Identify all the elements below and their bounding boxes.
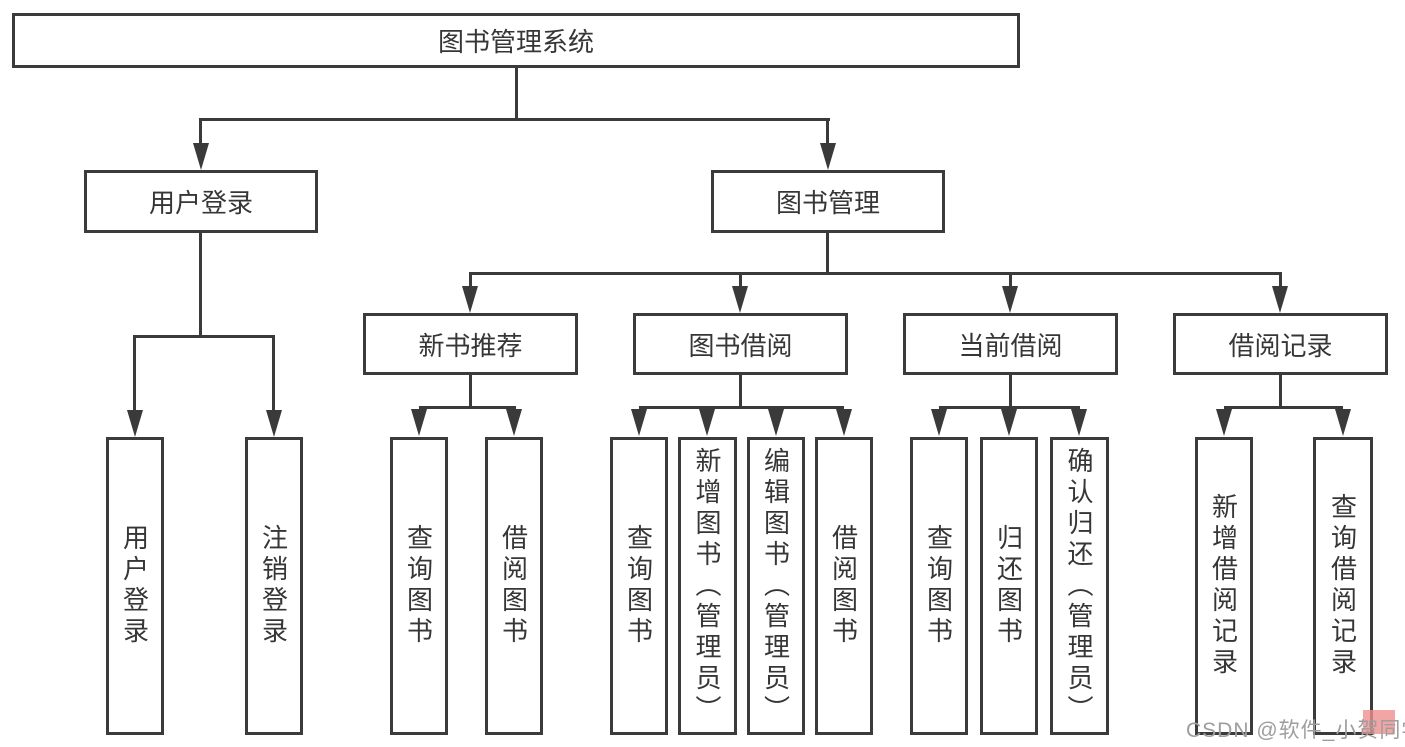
node-book-borrow: 图书借阅 bbox=[633, 313, 848, 375]
node-current-borrow: 当前借阅 bbox=[903, 313, 1118, 375]
connector-line bbox=[470, 272, 1282, 275]
arrow-down-icon bbox=[1002, 286, 1018, 313]
connector-line bbox=[135, 335, 275, 338]
connector-line bbox=[639, 406, 844, 409]
connector-line bbox=[826, 118, 829, 146]
node-new-book-recommend: 新书推荐 bbox=[363, 313, 578, 375]
watermark-accent bbox=[1363, 710, 1395, 734]
connector-line bbox=[515, 68, 518, 118]
node-book-management: 图书管理 bbox=[711, 170, 945, 233]
leaf-query-books-recommend: 查询图书 bbox=[390, 437, 448, 735]
connector-line bbox=[739, 375, 742, 406]
arrow-down-icon bbox=[1216, 409, 1232, 436]
arrow-down-icon bbox=[699, 409, 715, 436]
arrow-down-icon bbox=[1001, 409, 1017, 436]
connector-line bbox=[419, 406, 516, 409]
leaf-borrow-books-recommend: 借阅图书 bbox=[485, 437, 543, 735]
connector-line bbox=[1009, 272, 1012, 288]
leaf-user-login: 用户登录 bbox=[106, 437, 164, 735]
leaf-edit-books-admin: 编辑图书（管理员） bbox=[747, 437, 805, 735]
leaf-query-books-borrow: 查询图书 bbox=[610, 437, 668, 735]
leaf-add-borrow-record: 新增借阅记录 bbox=[1195, 437, 1253, 735]
arrow-down-icon bbox=[1272, 286, 1288, 313]
leaf-add-books-admin: 新增图书（管理员） bbox=[678, 437, 737, 735]
leaf-return-books: 归还图书 bbox=[980, 437, 1038, 735]
leaf-query-books-current: 查询图书 bbox=[910, 437, 968, 735]
connector-line bbox=[1009, 375, 1012, 406]
connector-line bbox=[272, 335, 275, 412]
connector-line bbox=[739, 272, 742, 288]
leaf-query-borrow-record: 查询借阅记录 bbox=[1313, 437, 1373, 735]
connector-line bbox=[1224, 406, 1343, 409]
node-root: 图书管理系统 bbox=[12, 13, 1020, 68]
connector-line bbox=[826, 233, 829, 272]
node-user-login: 用户登录 bbox=[84, 170, 318, 233]
arrow-down-icon bbox=[127, 410, 143, 437]
watermark: CSDN @软件_小贺同学 bbox=[1186, 719, 1405, 742]
arrow-down-icon bbox=[768, 409, 784, 436]
arrow-down-icon bbox=[266, 410, 282, 437]
arrow-down-icon bbox=[506, 409, 522, 436]
arrow-down-icon bbox=[411, 409, 427, 436]
connector-line bbox=[939, 406, 1080, 409]
arrow-down-icon bbox=[631, 409, 647, 436]
connector-line bbox=[199, 118, 202, 146]
arrow-down-icon bbox=[1335, 409, 1351, 436]
connector-line bbox=[1279, 272, 1282, 288]
leaf-logout: 注销登录 bbox=[245, 437, 303, 735]
connector-line bbox=[1279, 375, 1282, 406]
arrow-down-icon bbox=[1071, 409, 1087, 436]
arrow-down-icon bbox=[732, 286, 748, 313]
connector-line bbox=[200, 118, 830, 121]
arrow-down-icon bbox=[836, 409, 852, 436]
connector-line bbox=[133, 335, 136, 412]
leaf-borrow-books: 借阅图书 bbox=[815, 437, 873, 735]
leaf-confirm-return-admin: 确认归还（管理员） bbox=[1050, 437, 1109, 735]
node-borrow-records: 借阅记录 bbox=[1173, 313, 1388, 375]
arrow-down-icon bbox=[931, 409, 947, 436]
arrow-down-icon bbox=[193, 143, 209, 170]
arrow-down-icon bbox=[462, 286, 478, 313]
arrow-down-icon bbox=[820, 143, 836, 170]
connector-line bbox=[469, 272, 472, 288]
connector-line bbox=[199, 233, 202, 335]
connector-line bbox=[469, 375, 472, 406]
